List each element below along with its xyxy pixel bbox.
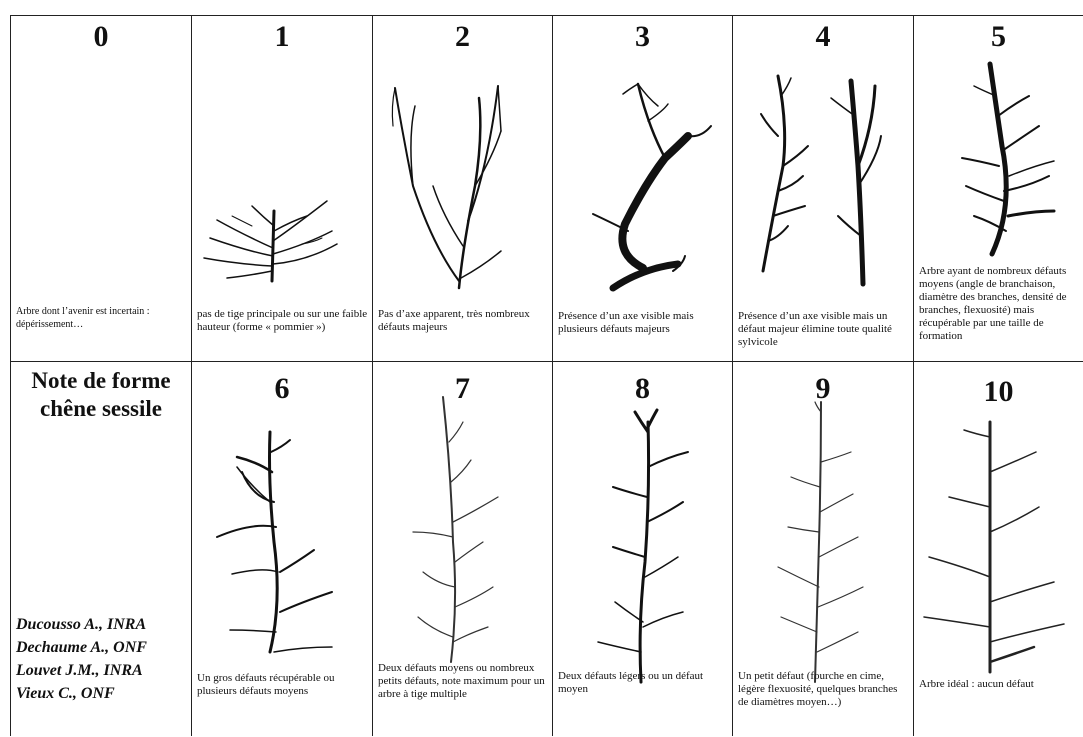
score-cell-0: 0 Arbre dont l’avenir est incertain : dé… [10,15,191,361]
score-description: Arbre idéal : aucun défaut [919,678,1079,691]
score-cell-7: 7 Deux défauts moyens ou nombreux petits… [372,361,552,736]
score-description: pas de tige principale ou sur une faible… [197,308,368,334]
authors-list: Ducousso A., INRA Dechaume A., ONF Louve… [16,613,147,705]
score-cell-10: 10 Arbre idéal : aucun défaut [913,361,1083,736]
score-description: Arbre dont l’avenir est incertain : dépé… [16,305,187,331]
page-title: Note de forme chêne sessile [11,367,191,423]
score-number: 0 [11,22,191,52]
score-description: Présence d’un axe visible mais plusieurs… [558,310,728,336]
title-line-2: chêne sessile [11,395,191,423]
score-description: Arbre ayant de nombreux défauts moyens (… [919,265,1079,343]
author: Dechaume A., ONF [16,636,147,659]
score-cell-1: 1 pas de tige principale ou sur une faib… [191,15,372,361]
score-description: Un petit défaut (fourche en cime, légère… [738,670,909,709]
author: Ducousso A., INRA [16,613,147,636]
score-cell-3: 3 Présence d’un axe visible mais plusieu… [552,15,732,361]
score-cell-9: 9 Un petit défaut (fourche en cime, légè… [732,361,913,736]
score-cell-5: 5 Arbre ayant de nombreux défauts moyens… [913,15,1083,361]
author: Vieux C., ONF [16,682,147,705]
score-description: Deux défauts légers ou un défaut moyen [558,670,728,696]
score-description: Présence d’un axe visible mais un défaut… [738,310,909,349]
title-line-1: Note de forme [11,367,191,395]
score-cell-4: 4 Présence d’un axe visible mais un défa… [732,15,913,361]
form-score-grid: 0 Arbre dont l’avenir est incertain : dé… [10,15,1083,736]
score-description: Un gros défauts récupérable ou plusieurs… [197,672,368,698]
score-cell-8: 8 Deux défauts légers ou un défaut moyen [552,361,732,736]
score-description: Deux défauts moyens ou nombreux petits d… [378,662,548,701]
score-cell-6: 6 Un gros défauts récupérable ou plusieu… [191,361,372,736]
author: Louvet J.M., INRA [16,659,147,682]
score-cell-2: 2 Pas d’axe apparent, très nombreux défa… [372,15,552,361]
score-description: Pas d’axe apparent, très nombreux défaut… [378,308,548,334]
title-cell: Note de forme chêne sessile Ducousso A.,… [10,361,191,736]
